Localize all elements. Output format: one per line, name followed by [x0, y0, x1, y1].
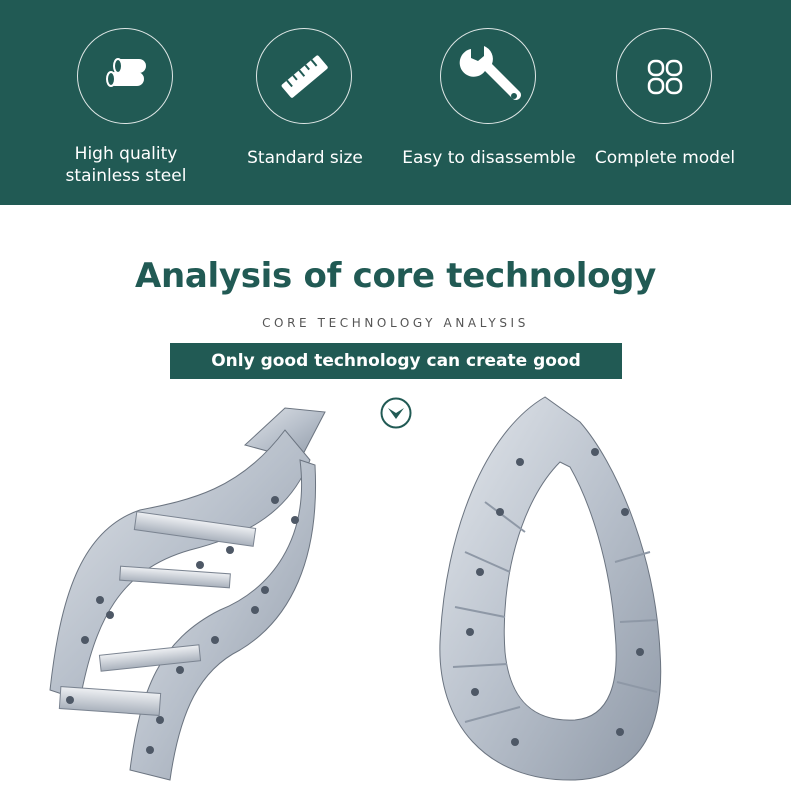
feature-banner: High quality stainless steel St	[0, 0, 791, 205]
feature-label: Easy to disassemble	[402, 148, 576, 168]
feature-standard-size: Standard size	[210, 0, 400, 205]
drag-chain-image	[40, 400, 340, 788]
section-subtitle: CORE TECHNOLOGY ANALYSIS	[262, 316, 529, 330]
feature-stainless-steel: High quality stainless steel	[31, 0, 221, 205]
ruler-icon	[256, 28, 352, 124]
feature-label-line2: stainless steel	[65, 166, 187, 186]
feature-easy-disassemble: Easy to disassemble	[394, 0, 584, 205]
drag-chain-image	[425, 392, 675, 788]
feature-label: Standard size	[247, 148, 363, 168]
feature-label-line1: High quality	[74, 144, 178, 164]
feature-complete-model: Complete model	[570, 0, 760, 205]
steel-bars-icon	[77, 28, 173, 124]
wrench-icon	[440, 28, 536, 124]
slogan-banner: Only good technology can create good pro…	[170, 343, 622, 407]
grid-icon	[616, 28, 712, 124]
chevron-down-icon[interactable]	[380, 397, 412, 429]
section-title: Analysis of core technology	[134, 256, 657, 296]
feature-label: Complete model	[594, 148, 736, 168]
